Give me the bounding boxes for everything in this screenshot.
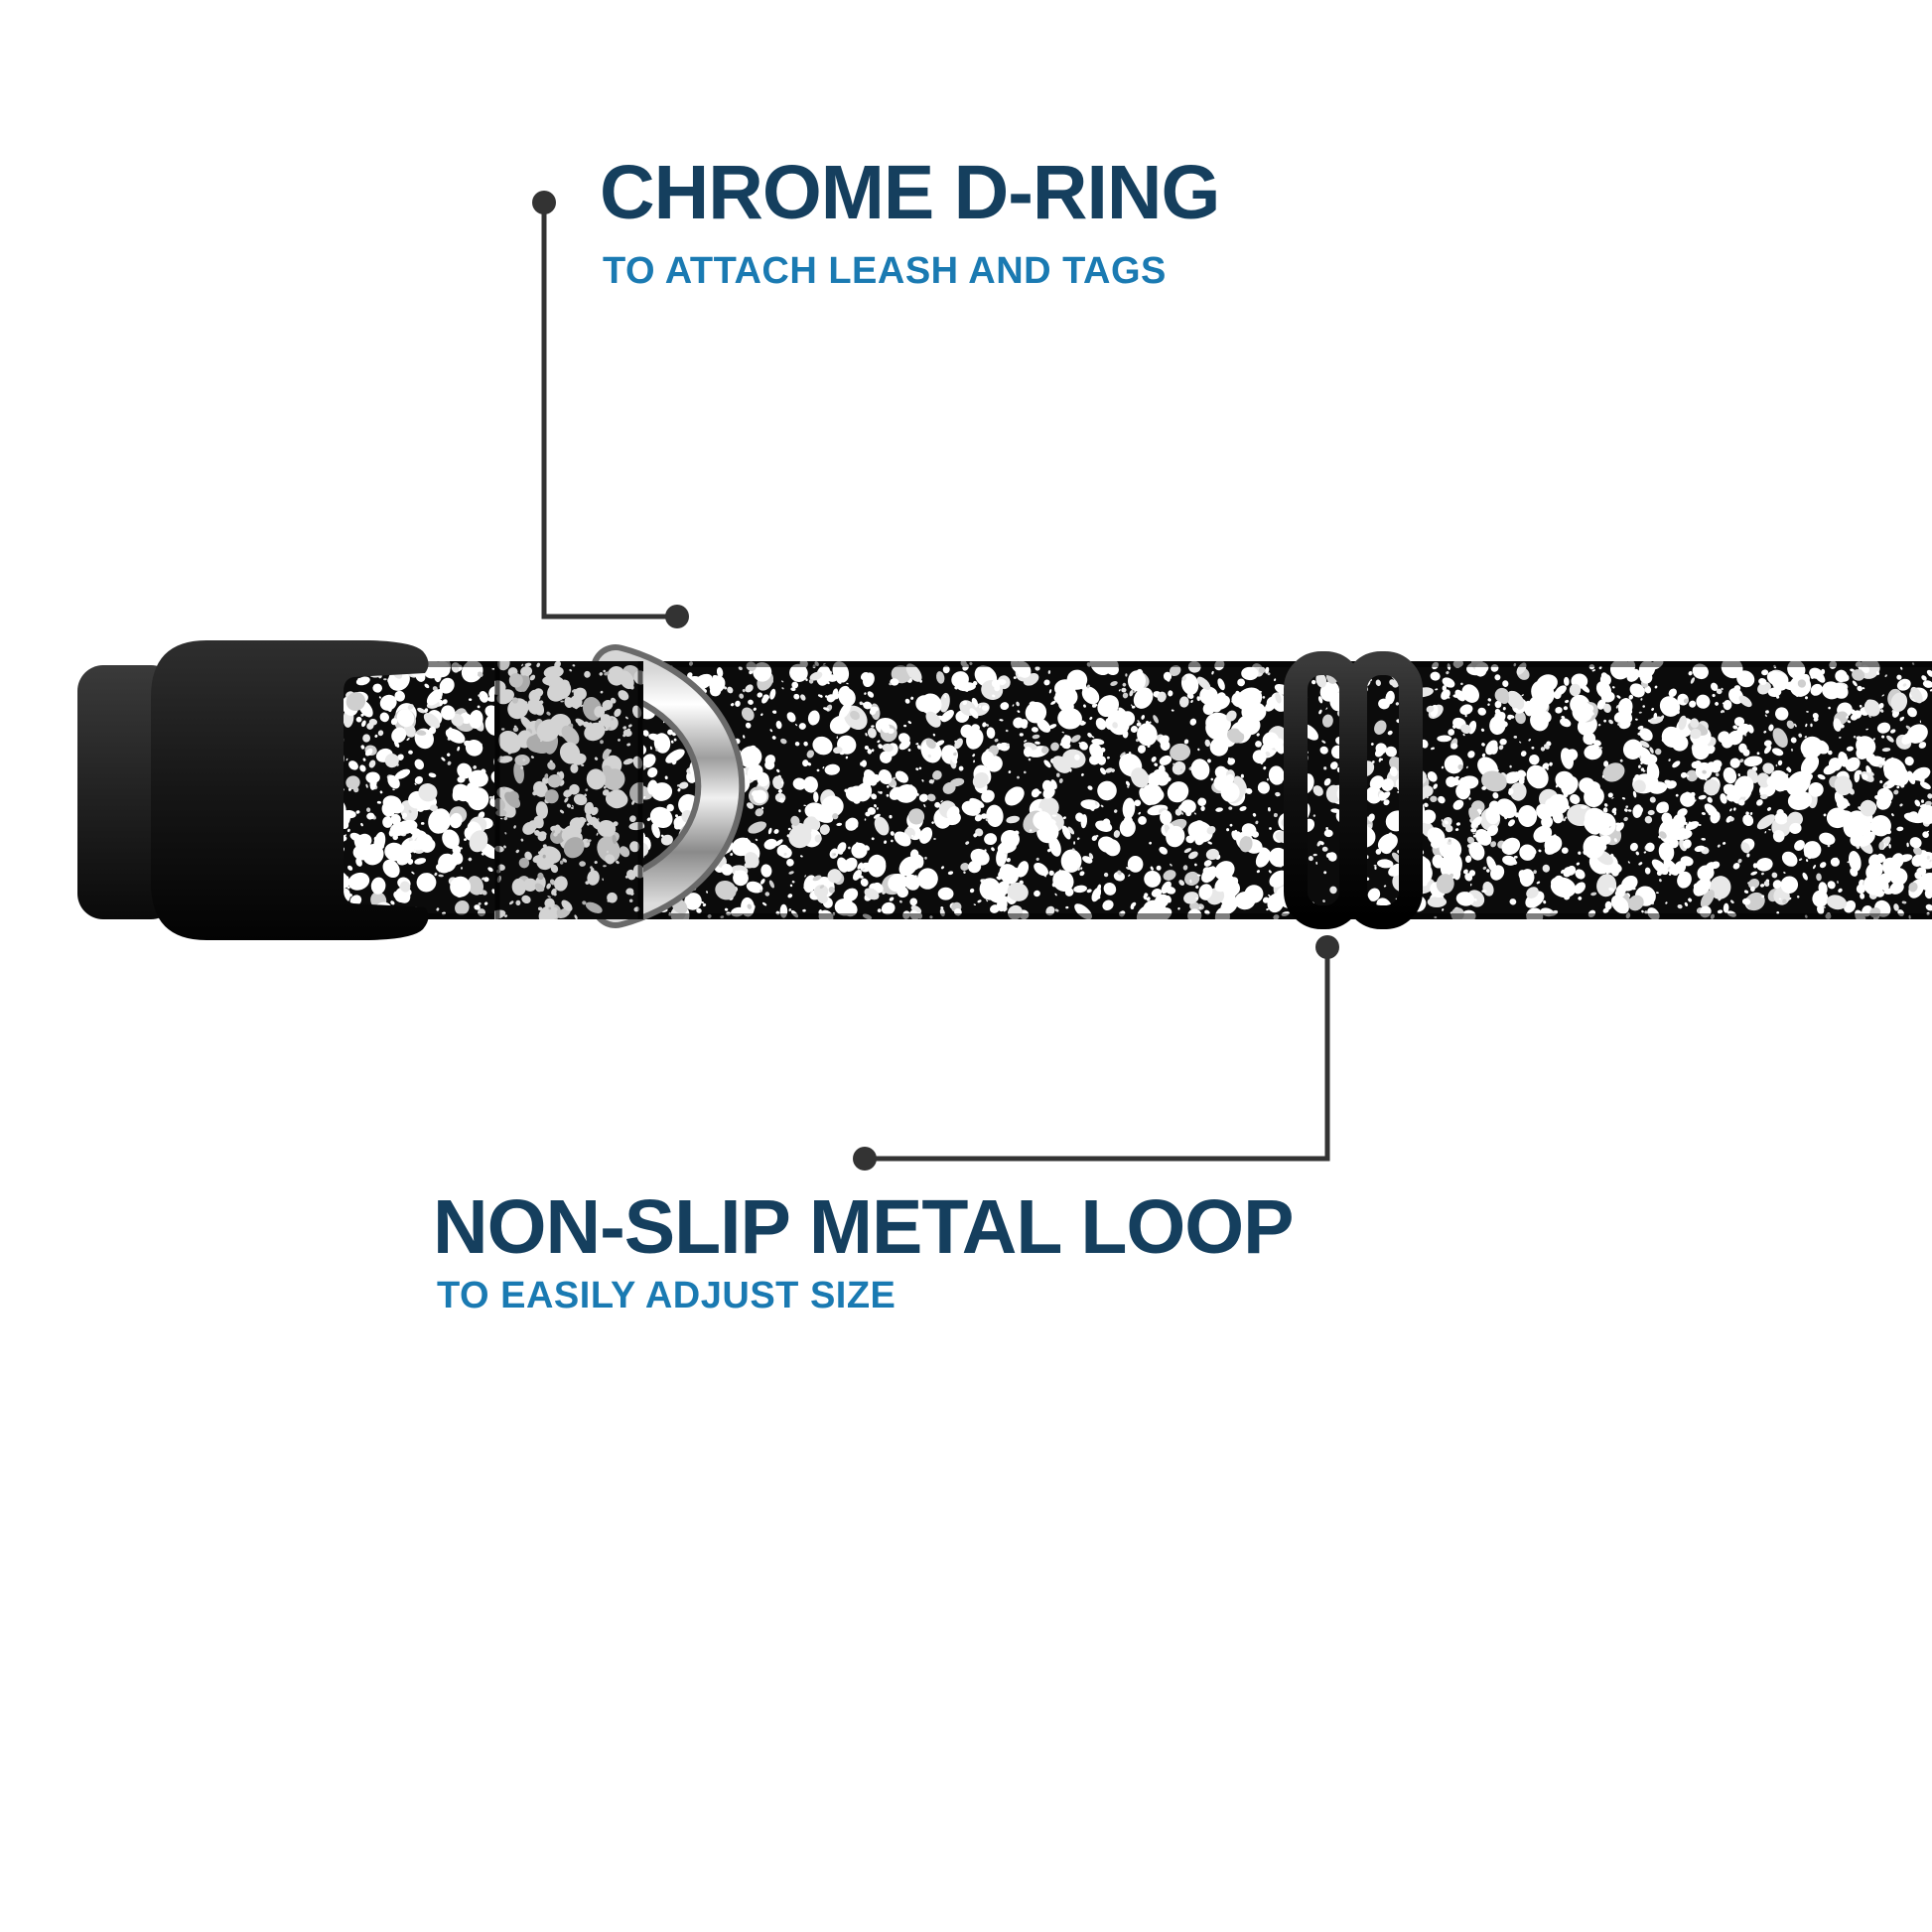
- webbing-fold: [494, 661, 643, 919]
- side-release-buckle-icon: [77, 640, 429, 940]
- webbing-bottom-edge: [300, 913, 1932, 919]
- d-ring-callout-dot-text: [532, 191, 556, 214]
- slider-title: NON-SLIP METAL LOOP: [433, 1184, 1295, 1270]
- slider-subtitle: TO EASILY ADJUST SIZE: [437, 1275, 897, 1316]
- slider-right-loop: [1343, 651, 1423, 929]
- slider-callout-dot-target: [1315, 935, 1339, 959]
- fold-speckle-pattern: [494, 661, 643, 919]
- buckle-body: [151, 640, 429, 940]
- d-ring-callout-dot-target: [665, 605, 689, 628]
- slider-callout-dot-text: [853, 1147, 877, 1171]
- d-ring-subtitle: TO ATTACH LEASH AND TAGS: [603, 250, 1167, 292]
- d-ring-body: [597, 650, 740, 922]
- callout-lines: [532, 191, 1339, 1171]
- chrome-d-ring-icon: [591, 644, 746, 928]
- slider-callout-line: [865, 947, 1330, 1162]
- metal-slider-loop-icon: [1284, 651, 1423, 929]
- webbing-top-edge: [300, 661, 1932, 667]
- d-ring-title: CHROME D-RING: [600, 150, 1220, 235]
- d-ring-callout-line: [541, 203, 677, 620]
